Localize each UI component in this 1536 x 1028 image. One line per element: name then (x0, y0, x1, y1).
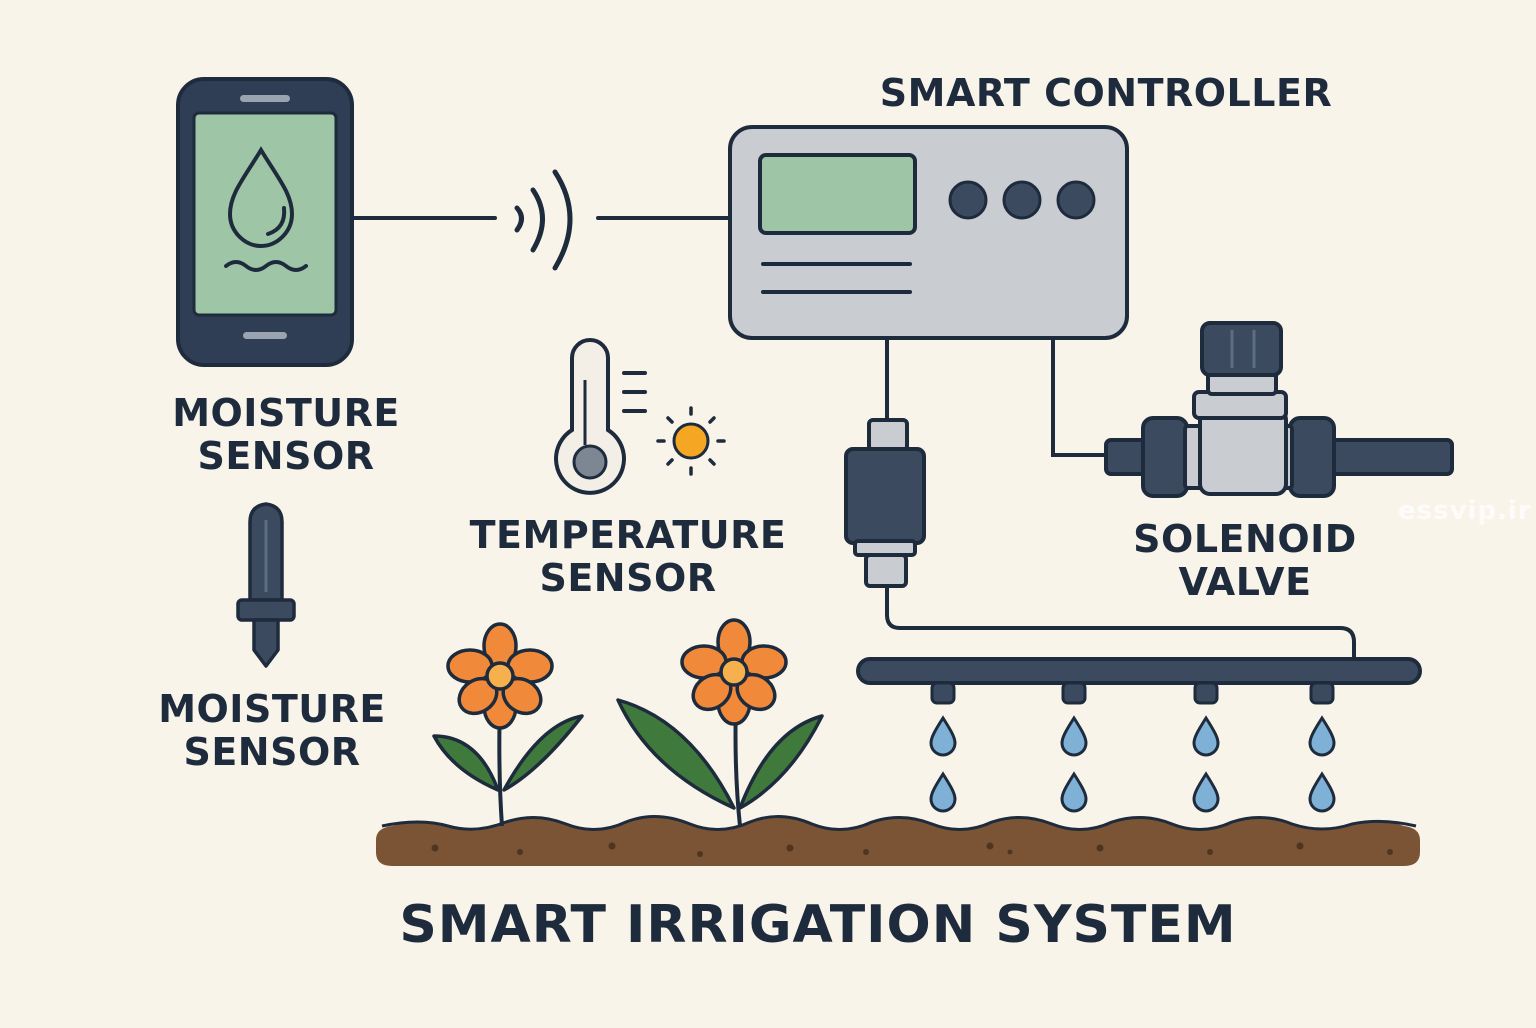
controller-icon (728, 125, 1129, 340)
water-drop-icon (224, 146, 308, 272)
thermometer-icon (554, 338, 647, 495)
solenoid-valve-icon (1104, 321, 1454, 498)
phone-sensor-label: MOISTURE SENSOR (148, 392, 424, 478)
solenoid-valve-label-line1: SOLENOID (1133, 517, 1357, 561)
solenoid-valve-label: SOLENOID VALVE (1110, 518, 1380, 604)
probe-sensor-label-line1: MOISTURE (158, 687, 386, 731)
wireless-signal-icon (514, 169, 573, 271)
flower-icon (432, 622, 584, 827)
drip-line-icon (856, 657, 1422, 705)
temperature-sensor-label-line1: TEMPERATURE (469, 513, 787, 557)
solenoid-valve-label-line2: VALVE (1178, 559, 1312, 604)
diagram-title: SMART IRRIGATION SYSTEM (399, 895, 1237, 955)
watermark: essvip.ir (1398, 496, 1532, 526)
phone-sensor-label-line2: SENSOR (197, 433, 375, 478)
temperature-sensor-label-line2: SENSOR (539, 555, 717, 600)
sun-icon (656, 406, 726, 476)
probe-sensor-label: MOISTURE SENSOR (134, 688, 410, 774)
connection-wires (350, 216, 1356, 662)
flower-icon (616, 618, 824, 827)
probe-sensor-label-line2: SENSOR (183, 729, 361, 774)
soil-icon (376, 814, 1420, 866)
smartphone-icon (176, 77, 354, 367)
controller-label: SMART CONTROLLER (879, 71, 1333, 115)
flow-sensor-icon (844, 418, 926, 588)
water-droplets (929, 715, 1336, 813)
phone-sensor-label-line1: MOISTURE (172, 391, 400, 435)
temperature-sensor-label: TEMPERATURE SENSOR (448, 514, 808, 600)
moisture-probe-icon (236, 502, 296, 668)
